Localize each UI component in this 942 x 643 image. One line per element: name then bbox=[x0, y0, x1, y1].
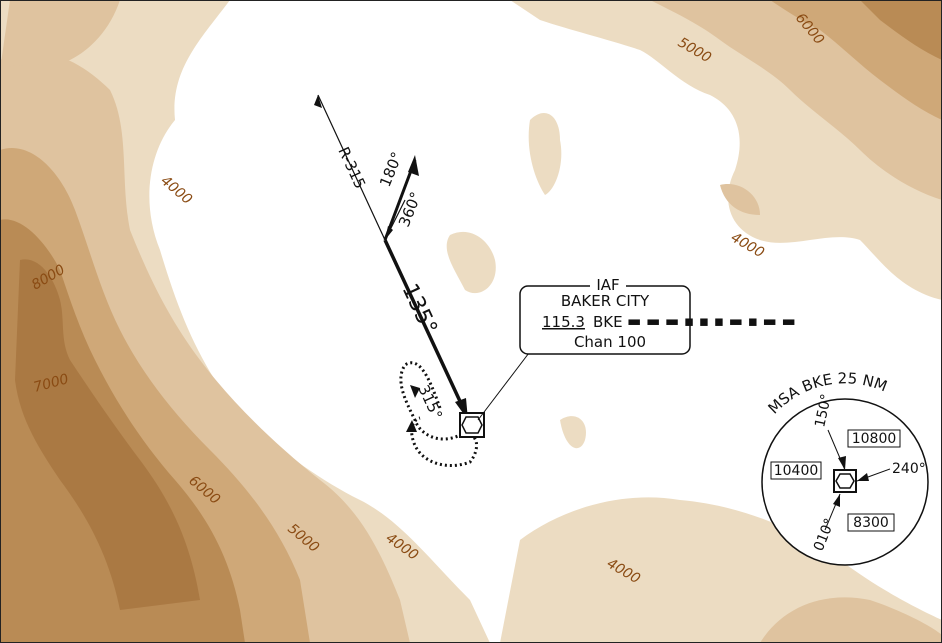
procedure-turn-inbound bbox=[383, 159, 417, 241]
holding-arrowhead-north bbox=[410, 385, 420, 398]
msa-alt-ne-box bbox=[847, 429, 901, 448]
fix-identifier: BKE bbox=[593, 313, 623, 331]
fix-name: BAKER CITY bbox=[561, 292, 650, 310]
outbound-course-label: 180° bbox=[376, 149, 406, 189]
terrain-islands bbox=[446, 112, 760, 449]
procedure-tracks: R-315 180° 360° 135° 315° bbox=[314, 94, 479, 467]
msa-vortac-symbol bbox=[833, 469, 857, 493]
terrain-west bbox=[0, 0, 490, 643]
procedure-turn-arrowhead bbox=[408, 155, 419, 176]
msa-alt-se: 8300 bbox=[853, 515, 889, 531]
fix-frequency: 115.3 bbox=[542, 313, 585, 331]
msa-alt-se-box bbox=[847, 513, 895, 532]
fix-channel: Chan 100 bbox=[574, 333, 646, 351]
hold-course-label: 315° bbox=[414, 382, 446, 422]
msa-alt-w: 10400 bbox=[774, 463, 819, 479]
inbound-course-label: 360° bbox=[395, 189, 425, 229]
fix-morse-code: ▬ ▬ ▬ ▪ ▪ ▪ ▬ ▪ ▬ ▬ bbox=[627, 312, 796, 330]
msa-bearing-240: 240° bbox=[892, 461, 926, 477]
terrain-south bbox=[500, 497, 942, 643]
radial-label: R-315 bbox=[334, 144, 369, 191]
msa-bearing-150: 150° bbox=[812, 393, 835, 429]
main-course-line bbox=[383, 239, 467, 413]
fix-callout-box: IAF BAKER CITY 115.3 BKE ▬ ▬ ▬ ▪ ▪ ▪ ▬ ▪… bbox=[519, 276, 796, 355]
msa-alt-w-box bbox=[770, 461, 822, 480]
contour-label-4000-west: 4000 bbox=[157, 173, 195, 208]
main-course-label: 135° bbox=[397, 280, 442, 339]
fix-type-label: IAF bbox=[596, 276, 619, 294]
fix-leader-line bbox=[477, 344, 536, 421]
radial-line bbox=[317, 94, 386, 241]
msa-alt-ne: 10800 bbox=[852, 431, 897, 447]
msa-diagram: MSA BKE 25 NM 150° 240° 010° 10800 10400… bbox=[761, 369, 929, 566]
holding-arrowhead-south bbox=[406, 420, 417, 432]
radial-arrowhead bbox=[314, 95, 322, 108]
terrain-northeast bbox=[510, 0, 942, 300]
